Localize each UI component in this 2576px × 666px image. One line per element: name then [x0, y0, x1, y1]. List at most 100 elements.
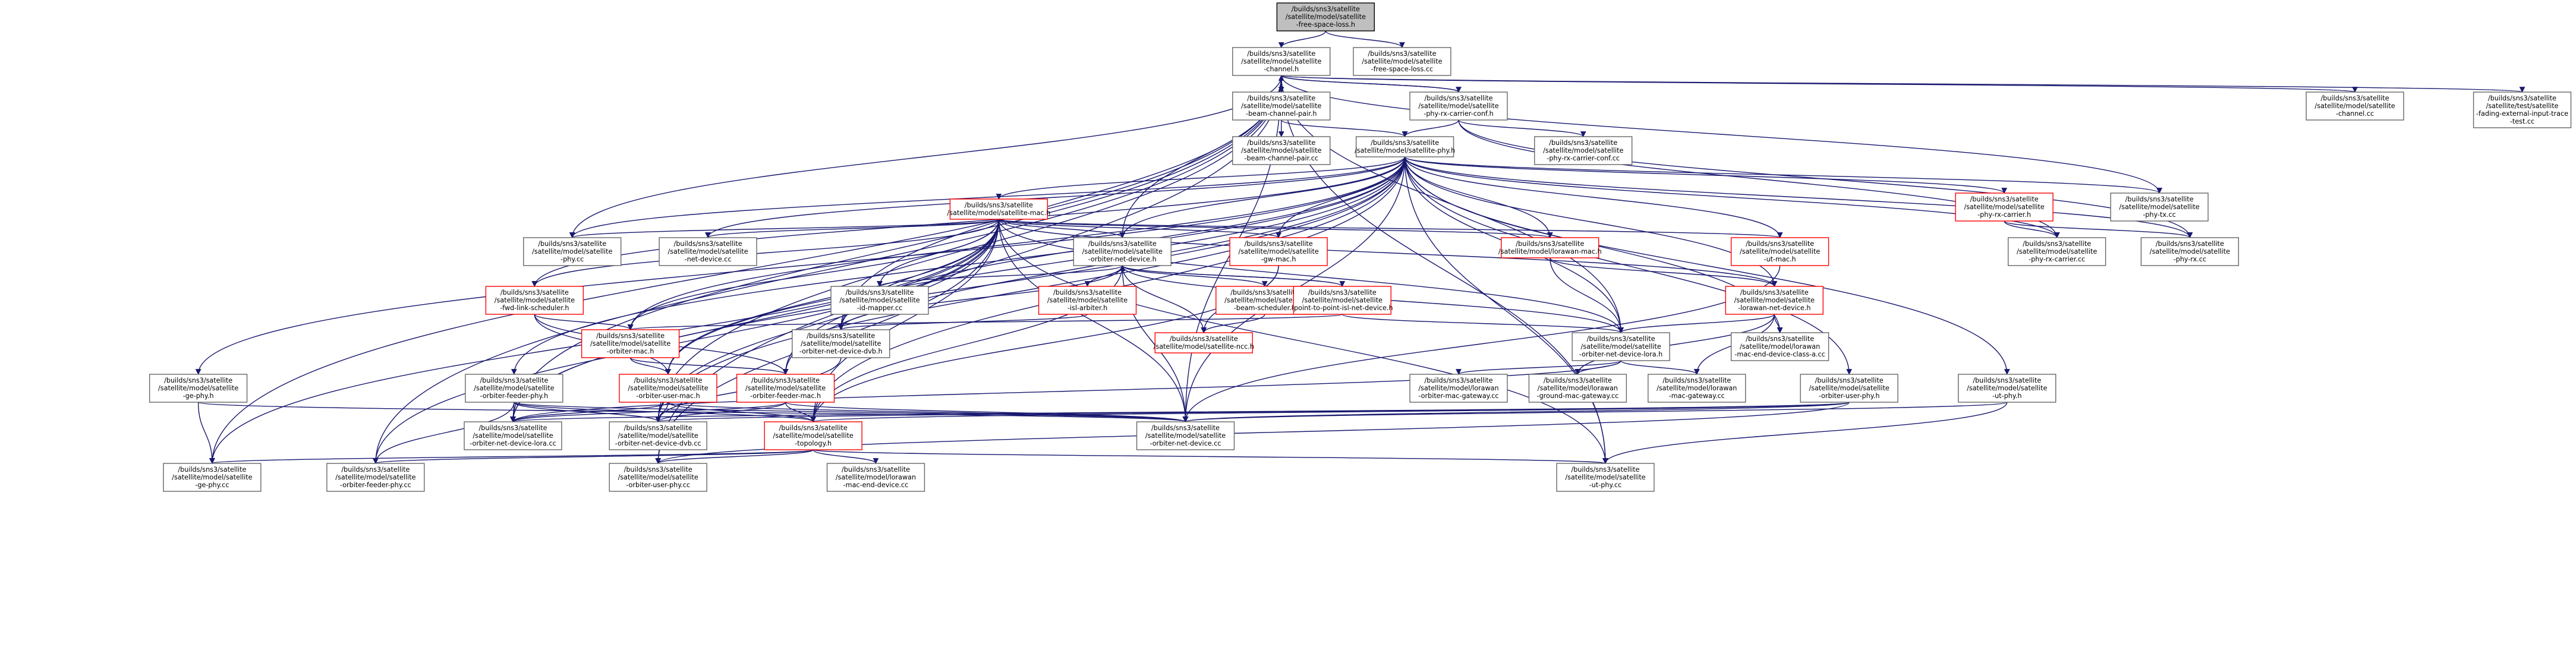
- node-utmac_h[interactable]: /builds/sns3/satellite/satellite/model/s…: [1730, 237, 1829, 266]
- node-label-line: -beam-channel-pair.h: [1246, 110, 1317, 118]
- edge-mac_h-to-orbmac_h: [627, 219, 1000, 330]
- node-label-line: /satellite/model/satellite: [1964, 203, 2044, 211]
- node-gwmac_h[interactable]: /builds/sns3/satellite/satellite/model/s…: [1229, 237, 1328, 266]
- node-beam_pair_h[interactable]: /builds/sns3/satellite/satellite/model/s…: [1232, 91, 1331, 121]
- node-orbnetdev_h[interactable]: /builds/sns3/satellite/satellite/model/s…: [1073, 237, 1172, 266]
- node-orbusermac_h[interactable]: /builds/sns3/satellite/satellite/model/s…: [619, 374, 717, 403]
- node-label-line: /satellite/model/satellite: [474, 384, 554, 392]
- node-groundmacgw_cc[interactable]: /builds/sns3/satellite/satellite/model/l…: [1528, 374, 1627, 403]
- node-mac_h[interactable]: /builds/sns3/satellite/satellite/model/s…: [947, 198, 1051, 220]
- node-box: [1232, 136, 1331, 165]
- node-orbfeedermac_h[interactable]: /builds/sns3/satellite/satellite/model/s…: [736, 374, 835, 403]
- node-label-line: -ut-phy.cc: [1589, 481, 1622, 489]
- node-channel_cc[interactable]: /builds/sns3/satellite/satellite/model/s…: [2306, 91, 2404, 121]
- node-label-line: -orbiter-net-device-lora.cc: [470, 440, 556, 447]
- node-classac_cc[interactable]: /builds/sns3/satellite/satellite/model/l…: [1730, 332, 1829, 361]
- node-box: [1136, 421, 1235, 450]
- node-label-line: /satellite/model/satellite: [2017, 248, 2097, 255]
- node-label-line: -id-mapper.cc: [857, 304, 903, 312]
- node-rxcarrier_cc[interactable]: /builds/sns3/satellite/satellite/model/s…: [2007, 237, 2106, 266]
- node-phy_cc[interactable]: /builds/sns3/satellite/satellite/model/s…: [523, 237, 622, 266]
- node-idmapper_cc[interactable]: /builds/sns3/satellite/satellite/model/s…: [830, 286, 929, 315]
- node-label-line: -phy.cc: [560, 255, 584, 263]
- node-phyrx_cc[interactable]: /builds/sns3/satellite/satellite/model/s…: [2140, 237, 2239, 266]
- edge-orbmac_h-to-orbfeedermac_h: [629, 357, 789, 375]
- node-label-line: -orbiter-user-phy.h: [1819, 392, 1880, 400]
- node-label-line: -point-to-point-isl-net-device.h: [1292, 304, 1393, 312]
- node-box: [830, 286, 929, 315]
- node-fading_test[interactable]: /builds/sns3/satellite/satellite/test/sa…: [2473, 91, 2572, 128]
- node-rxconf_cc[interactable]: /builds/sns3/satellite/satellite/model/s…: [1534, 136, 1633, 165]
- edge-topology_h-to-enddevice_cc: [813, 449, 879, 464]
- node-label-line: /satellite/model/satellite: [1145, 432, 1226, 440]
- node-label-line: /satellite/model/satellite: [745, 384, 826, 392]
- node-islarb_h[interactable]: /builds/sns3/satellite/satellite/model/s…: [1038, 286, 1137, 315]
- node-orbuserphy_cc[interactable]: /builds/sns3/satellite/satellite/model/s…: [609, 463, 707, 492]
- node-orbfeederphy_cc[interactable]: /builds/sns3/satellite/satellite/model/s…: [326, 463, 425, 492]
- node-channel_h[interactable]: /builds/sns3/satellite/satellite/model/s…: [1232, 47, 1331, 76]
- node-box: [609, 463, 707, 492]
- node-label-line: /builds/sns3/satellite: [842, 466, 910, 474]
- node-topology_h[interactable]: /builds/sns3/satellite/satellite/model/s…: [764, 421, 862, 450]
- node-orbdvb_h[interactable]: /builds/sns3/satellite/satellite/model/s…: [792, 329, 890, 358]
- node-enddevice_cc[interactable]: /builds/sns3/satellite/satellite/model/l…: [826, 463, 925, 492]
- node-orbdvb_cc[interactable]: /builds/sns3/satellite/satellite/model/s…: [609, 421, 707, 450]
- node-beam_pair_cc[interactable]: /builds/sns3/satellite/satellite/model/s…: [1232, 136, 1331, 165]
- node-ncc_h[interactable]: /builds/sns3/satellite/satellite/model/s…: [1154, 332, 1254, 353]
- node-freespace_cc[interactable]: /builds/sns3/satellite/satellite/model/s…: [1353, 47, 1451, 76]
- edge-beam_pair_h-to-phy_h: [1281, 119, 1408, 137]
- node-utphy_cc[interactable]: /builds/sns3/satellite/satellite/model/s…: [1556, 463, 1655, 492]
- node-utphy_h[interactable]: /builds/sns3/satellite/satellite/model/s…: [1958, 374, 2057, 403]
- node-lwgwmac_cc[interactable]: /builds/sns3/satellite/satellite/model/l…: [1409, 374, 1508, 403]
- edge-phy_h-to-utphy_h: [1404, 156, 2010, 375]
- node-label-line: /builds/sns3/satellite: [674, 240, 742, 248]
- node-label-line: /satellite/model/satellite: [1734, 296, 1815, 304]
- node-fwdsched_h[interactable]: /builds/sns3/satellite/satellite/model/s…: [485, 286, 584, 315]
- node-label-line: /satellite/model/satellite: [473, 432, 553, 440]
- node-box: [826, 463, 925, 492]
- edge-orbfeedermac_h-to-orblora_cc: [510, 402, 786, 422]
- node-orbmac_h[interactable]: /builds/sns3/satellite/satellite/model/s…: [581, 329, 680, 358]
- edge-mac_h-to-orbfeederphy_cc: [373, 219, 1000, 464]
- node-label-line: /satellite/model/satellite: [839, 296, 919, 304]
- node-box: [1038, 286, 1137, 315]
- node-freespace[interactable]: /builds/sns3/satellite/satellite/model/s…: [1276, 2, 1375, 31]
- node-label-line: -ground-mac-gateway.cc: [1537, 392, 1619, 400]
- edge-rxconf_h-to-phy_h: [1402, 119, 1459, 137]
- node-gephy_h[interactable]: /builds/sns3/satellite/satellite/model/s…: [149, 374, 248, 403]
- node-label-line: /satellite/model/satellite: [1362, 58, 1442, 65]
- edge-mac_h-to-orbnetdev_h: [998, 219, 1126, 238]
- node-label-line: /builds/sns3/satellite: [1973, 377, 2041, 384]
- edge-lorawannetdev_h-to-groundmacgw_cc: [1574, 314, 1775, 375]
- node-rxconf_h[interactable]: /builds/sns3/satellite/satellite/model/s…: [1409, 91, 1508, 121]
- node-box: [609, 421, 707, 450]
- node-label-line: /satellite/model/satellite: [2150, 248, 2230, 255]
- node-label-line: -mac-gateway.cc: [1669, 392, 1725, 400]
- node-lorawanmac_h[interactable]: /builds/sns3/satellite/satellite/model/l…: [1498, 237, 1602, 258]
- node-label-line: /builds/sns3/satellite: [965, 201, 1033, 209]
- node-orblora_h[interactable]: /builds/sns3/satellite/satellite/model/s…: [1572, 332, 1670, 361]
- node-p2pisl_h[interactable]: /builds/sns3/satellite/satellite/model/s…: [1292, 286, 1393, 315]
- node-box: [1572, 332, 1670, 361]
- node-orblora_cc[interactable]: /builds/sns3/satellite/satellite/model/s…: [464, 421, 562, 450]
- node-phy_h[interactable]: /builds/sns3/satellite/satellite/model/s…: [1355, 136, 1455, 157]
- node-macgw_cc[interactable]: /builds/sns3/satellite/satellite/model/l…: [1648, 374, 1746, 403]
- node-netdev_cc[interactable]: /builds/sns3/satellite/satellite/model/s…: [659, 237, 757, 266]
- edge-phy_h-to-utphy_cc: [1404, 156, 1608, 464]
- node-box: [1232, 91, 1331, 121]
- node-orbfeederphy_h[interactable]: /builds/sns3/satellite/satellite/model/s…: [465, 374, 563, 403]
- edge-orbfeederphy_h-to-orbfeederphy_cc: [373, 402, 515, 464]
- node-rxcarrier_h[interactable]: /builds/sns3/satellite/satellite/model/s…: [1955, 192, 2054, 222]
- node-label-line: /satellite/model/satellite: [667, 248, 748, 255]
- node-label-line: /builds/sns3/satellite: [2488, 94, 2556, 102]
- edge-phy_h-to-netdev_cc: [705, 156, 1406, 238]
- node-box: [485, 286, 584, 315]
- node-phytx_cc[interactable]: /builds/sns3/satellite/satellite/model/s…: [2110, 192, 2209, 222]
- node-gephy_cc[interactable]: /builds/sns3/satellite/satellite/model/s…: [163, 463, 262, 492]
- node-label-line: /builds/sns3/satellite: [1424, 377, 1492, 384]
- node-lorawannetdev_h[interactable]: /builds/sns3/satellite/satellite/model/s…: [1725, 286, 1824, 315]
- edge-orbuserphy_h-to-topology_h: [811, 402, 1850, 422]
- node-orbnetdev_cc[interactable]: /builds/sns3/satellite/satellite/model/s…: [1136, 421, 1235, 450]
- node-label-line: /builds/sns3/satellite: [1308, 289, 1377, 296]
- node-orbuserphy_h[interactable]: /builds/sns3/satellite/satellite/model/s…: [1800, 374, 1898, 403]
